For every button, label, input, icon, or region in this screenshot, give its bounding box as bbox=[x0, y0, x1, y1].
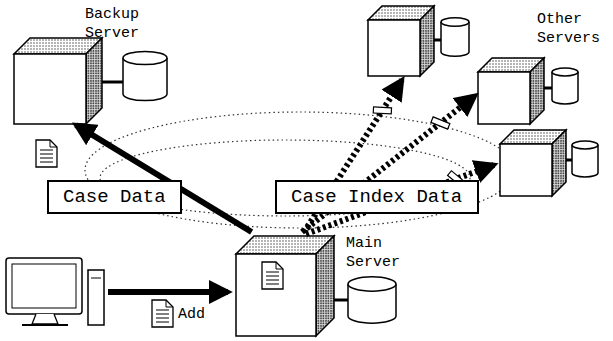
disk-cylinder bbox=[102, 51, 167, 100]
server-cube bbox=[14, 38, 102, 124]
document-icon bbox=[36, 140, 57, 167]
backup-server: Backup Server bbox=[10, 5, 175, 125]
data-label-box: Case Data bbox=[47, 180, 182, 214]
server-label: Main Server bbox=[346, 234, 400, 272]
computer bbox=[6, 258, 104, 325]
box-label: Case Index Data bbox=[275, 180, 479, 214]
data-packet bbox=[373, 107, 391, 114]
server-label: Other Servers bbox=[537, 10, 600, 48]
disk-cylinder bbox=[334, 277, 396, 323]
data-label-box: Case Index Data bbox=[275, 180, 479, 214]
server-cube bbox=[236, 236, 334, 336]
server-label: Backup Server bbox=[85, 5, 139, 43]
backup-arrow bbox=[76, 125, 252, 232]
add-arrow bbox=[108, 289, 228, 295]
disk-cylinder bbox=[544, 68, 578, 104]
disk-cylinder bbox=[566, 141, 598, 177]
server-cube bbox=[500, 130, 566, 196]
server-group: Other Servers bbox=[475, 8, 607, 125]
server-cube bbox=[478, 58, 544, 124]
disk-cylinder bbox=[434, 18, 469, 56]
document-icon bbox=[262, 262, 283, 289]
main-server: Main Server bbox=[230, 232, 410, 338]
box-label: Case Data bbox=[47, 180, 182, 214]
document-icon bbox=[152, 300, 173, 327]
server-cube bbox=[368, 6, 434, 76]
action-label: Add bbox=[178, 306, 205, 323]
data-packet bbox=[431, 117, 450, 129]
